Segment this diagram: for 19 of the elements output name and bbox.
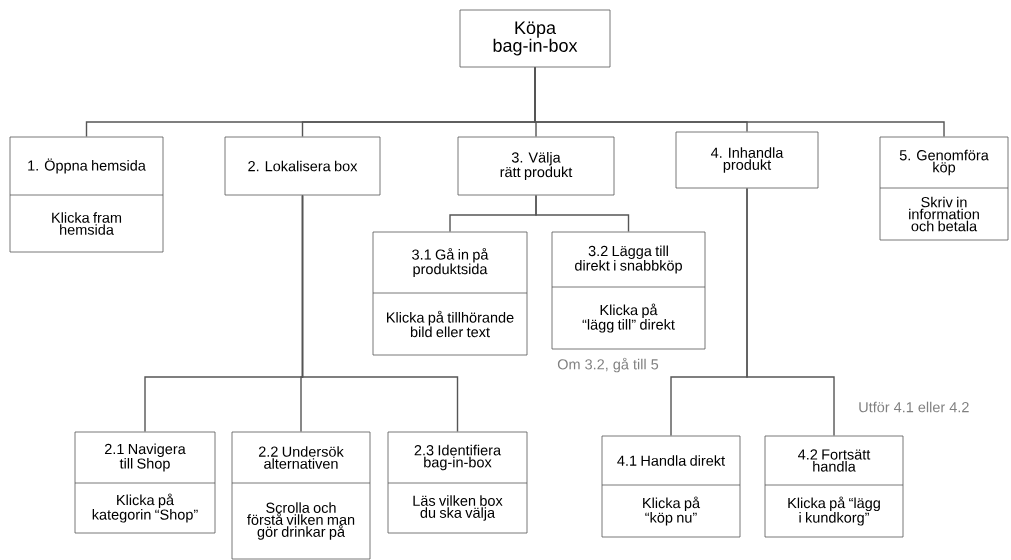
- task-box: 4. Inhandla produkt: [675, 131, 819, 189]
- task-box: 5. Genomföra köp Skriv in information och betala: [879, 136, 1009, 241]
- task-box: 2.3 Identifiera bag-in-box Läs vilken box du ska välja: [387, 431, 528, 534]
- task-box: 2. Lokalisera box: [224, 136, 381, 196]
- connector-line: [534, 66, 945, 138]
- note-text: Utför 4.1 eller 4.2: [859, 401, 969, 413]
- connector-line: [535, 194, 630, 233]
- connector-line: [746, 187, 835, 437]
- connector-line: [301, 194, 459, 433]
- note-text: Om 3.2, gå till 5: [557, 357, 659, 373]
- task-box: Köpa bag-in-box: [459, 9, 611, 68]
- task-box: 3. Välja rätt produkt: [457, 136, 615, 196]
- task-box: 4.1 Handla direkt Klicka på “köp nu”: [601, 435, 741, 538]
- task-box: 4.2 Fortsätt handla Klicka på “lägg i kundkorg”: [764, 435, 904, 538]
- task-box: 2.1 Navigera till Shop Klicka på kategorin “Shop”: [74, 431, 216, 534]
- task-box: 3.2 Lägga till direkt i snabbköp Klicka på “lägg till” direkt: [551, 231, 706, 350]
- task-box: 2.2 Undersök alternativen Scrolla och förstå vilken man gör drinkar på: [231, 431, 371, 560]
- task-box: 3.1 Gå in på produktsida Klicka på tillhörande bild eller text: [372, 231, 528, 356]
- task-box: 1. Öppna hemsida Klicka fram hemsida: [9, 136, 164, 253]
